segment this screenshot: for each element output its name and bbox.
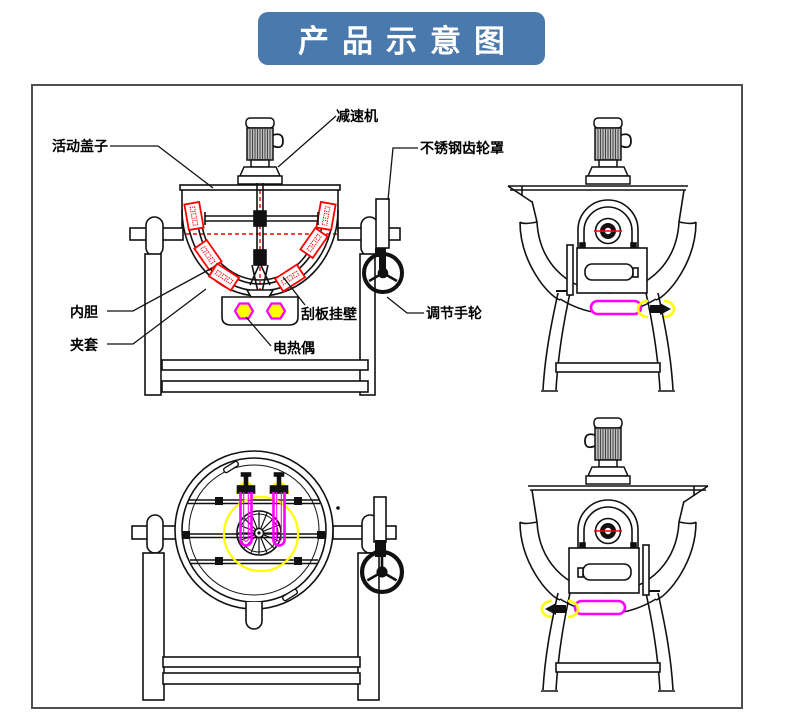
heater-box	[221, 296, 299, 326]
movable-lid	[179, 184, 341, 191]
handwheel-icon	[362, 540, 402, 592]
label-movable-lid: 活动盖子	[52, 138, 108, 154]
part-labels: 活动盖子 减速机 不锈钢齿轮罩 内胆 夹套 刮板挂壁 电热偶 调节手轮	[52, 108, 504, 356]
motor-icon	[237, 117, 284, 185]
heating-element-icon	[233, 302, 255, 320]
diagram-frame	[31, 84, 743, 709]
handwheel-icon	[362, 248, 404, 294]
top-view	[131, 450, 402, 701]
leader-lines	[107, 115, 424, 347]
label-gear-cover: 不锈钢齿轮罩	[420, 140, 504, 156]
title-banner: 产品示意图	[258, 12, 545, 65]
label-thermocouple: 电热偶	[273, 340, 315, 356]
label-jacket: 夹套	[70, 337, 98, 353]
label-inner-liner: 内胆	[70, 304, 98, 320]
side-view-bottom-right	[520, 418, 708, 691]
agitator	[204, 183, 319, 298]
side-view-top-right	[508, 118, 696, 391]
label-reducer: 减速机	[336, 108, 378, 124]
label-scraper-wall: 刮板挂壁	[301, 306, 357, 322]
label-adjust-handwheel: 调节手轮	[426, 305, 482, 321]
gear-cover	[375, 198, 390, 249]
page-title: 产品示意图	[298, 24, 518, 59]
front-view	[129, 117, 404, 396]
heating-element-icon	[265, 302, 287, 320]
